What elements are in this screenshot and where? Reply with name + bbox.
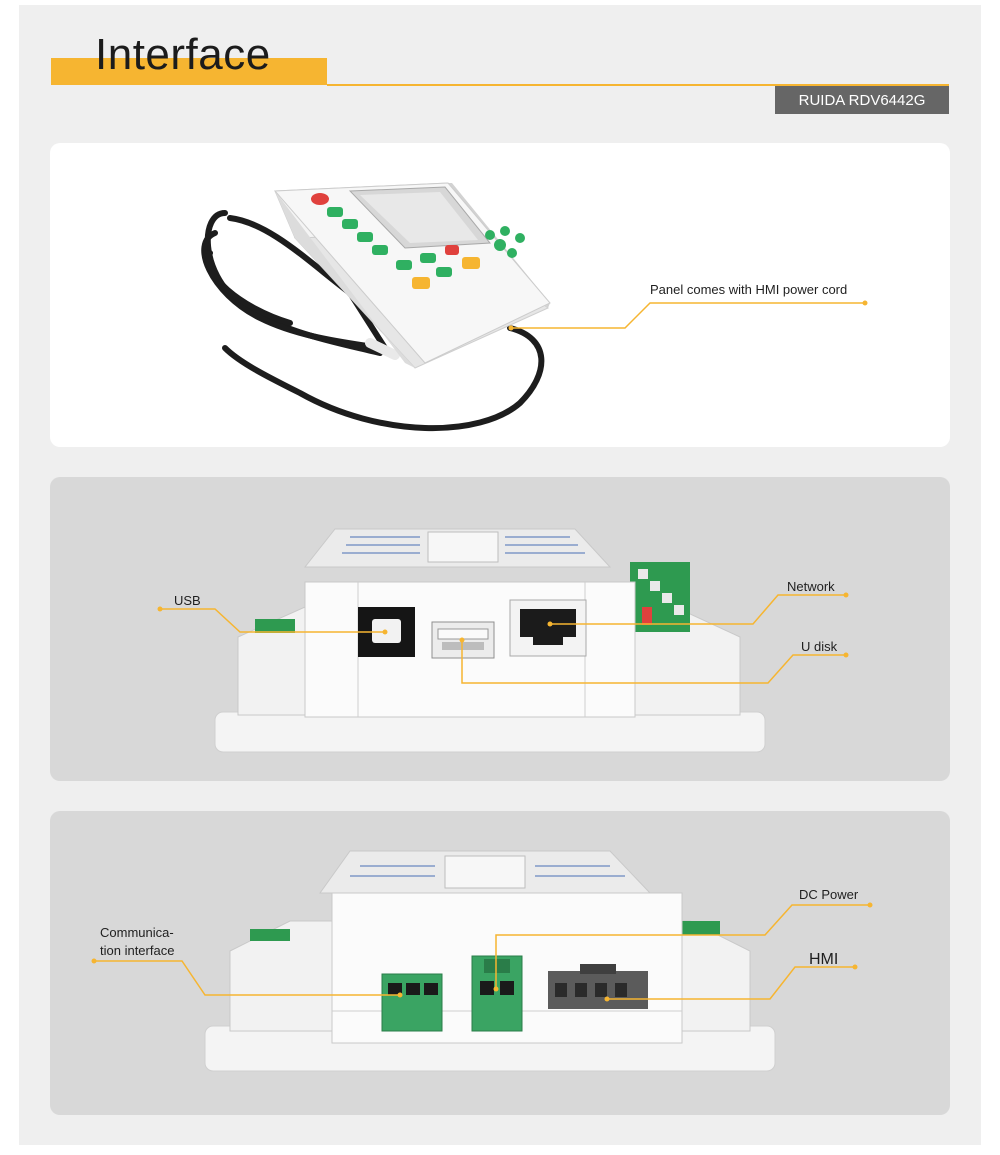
communication-interface-label-line1: Communica- [100,925,174,940]
ports-photo-card-1: USB Network U disk [50,477,950,781]
title-underline [327,84,949,86]
hmi-label: HMI [809,951,839,968]
controller-ports-image [157,528,849,753]
dc-power-label: DC Power [799,887,859,902]
title-accent-bar [51,58,327,85]
ports-photo-card-2: Communica- tion interface DC Power HMI [50,811,950,1115]
network-label: Network [787,579,835,594]
u-disk-label: U disk [801,639,838,654]
controller-connectors-image [91,850,873,1072]
hmi-power-cord-label: Panel comes with HMI power cord [650,282,848,297]
usb-label: USB [174,593,201,608]
communication-interface-label-line2: tion interface [100,943,175,958]
hmi-panel-image [201,182,868,432]
hmi-panel-photo-card: Panel comes with HMI power cord [50,143,950,447]
page-title: Interface [95,30,271,79]
model-badge: RUIDA RDV6442G [775,86,949,114]
